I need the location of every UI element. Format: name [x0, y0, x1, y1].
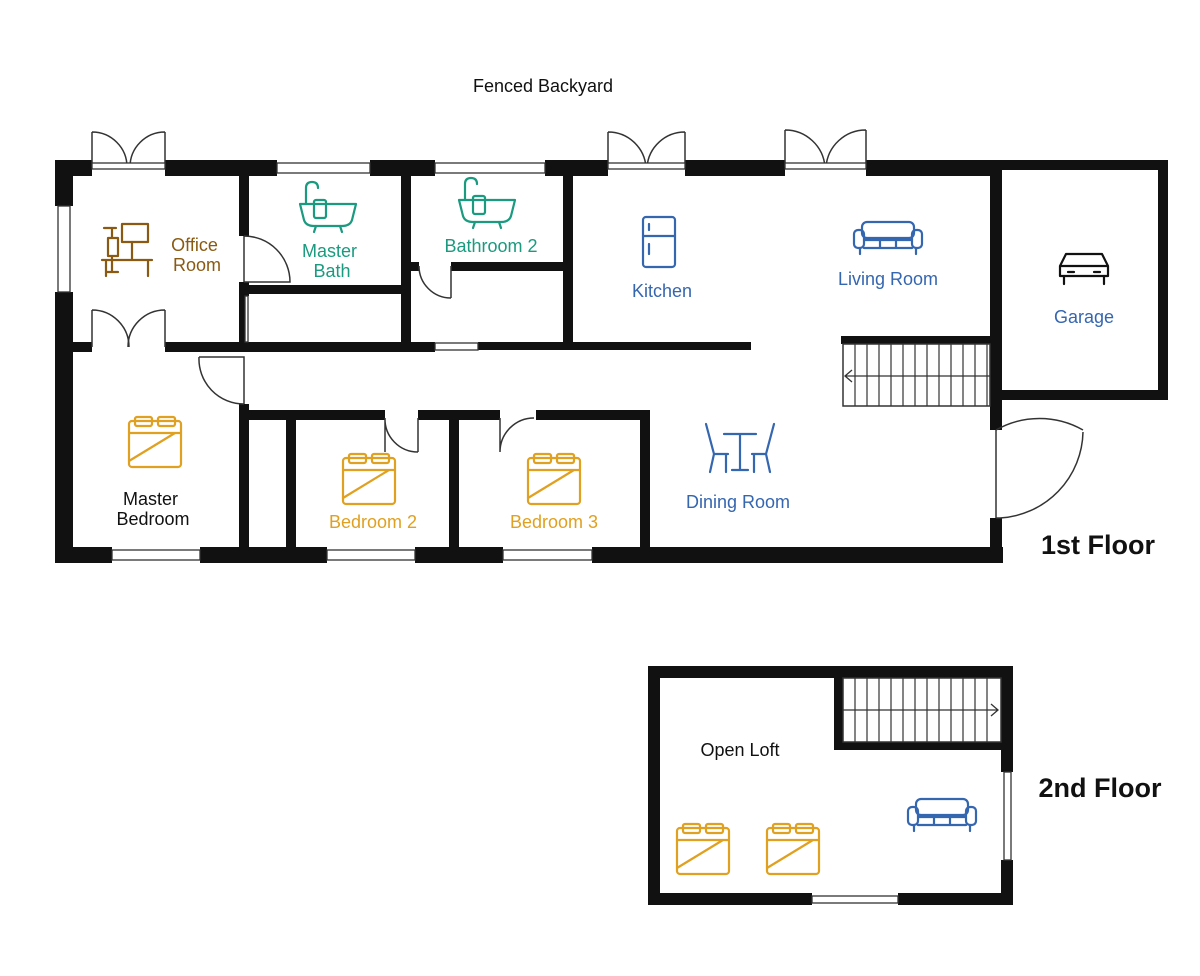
floor1-doors	[91, 129, 1084, 519]
bed-icon	[765, 822, 821, 876]
bathroom2-label: Bathroom 2	[444, 236, 537, 256]
dining-table-icon	[704, 422, 776, 474]
bed-icon	[675, 822, 731, 876]
floor1-stairs	[842, 343, 991, 407]
desk-chair-icon	[100, 222, 154, 278]
bathtub-icon	[457, 176, 517, 230]
floor2-windows	[811, 771, 1012, 904]
floor2-title: 2nd Floor	[1039, 773, 1162, 803]
floor2-walls	[648, 666, 1013, 905]
living-room-label: Living Room	[838, 269, 938, 289]
kitchen-label: Kitchen	[632, 281, 692, 301]
garage-label: Garage	[1054, 307, 1114, 327]
fridge-icon	[641, 215, 677, 269]
master-bedroom-label: Master Bedroom	[116, 489, 189, 529]
open-loft-label: Open Loft	[700, 740, 779, 760]
bathtub-icon	[298, 180, 358, 234]
bedroom3-label: Bedroom 3	[510, 512, 598, 532]
master-bedroom-label-line1: Master	[123, 489, 178, 509]
sofa-icon	[906, 797, 978, 833]
floor1-title: 1st Floor	[1041, 530, 1156, 560]
dining-room-label: Dining Room	[686, 492, 790, 512]
bed-icon	[526, 452, 582, 506]
master-bath-label-line1: Master	[302, 241, 357, 261]
floor1-windows	[57, 162, 593, 561]
office-label-line1: Office	[171, 235, 218, 255]
car-icon	[1058, 252, 1110, 286]
bed-icon	[127, 415, 183, 469]
office-label-line2: Room	[173, 255, 221, 275]
master-bath-label-line2: Bath	[313, 261, 350, 281]
bed-icon	[341, 452, 397, 506]
office-label: Office Room	[171, 235, 223, 275]
bedroom2-label: Bedroom 2	[329, 512, 417, 532]
floor2-stairs	[842, 677, 1002, 743]
master-bath-label: Master Bath	[302, 241, 362, 281]
floor1-walls	[55, 160, 1168, 563]
master-bedroom-label-line2: Bedroom	[116, 509, 189, 529]
sofa-icon	[852, 220, 924, 256]
backyard-label: Fenced Backyard	[473, 76, 613, 96]
